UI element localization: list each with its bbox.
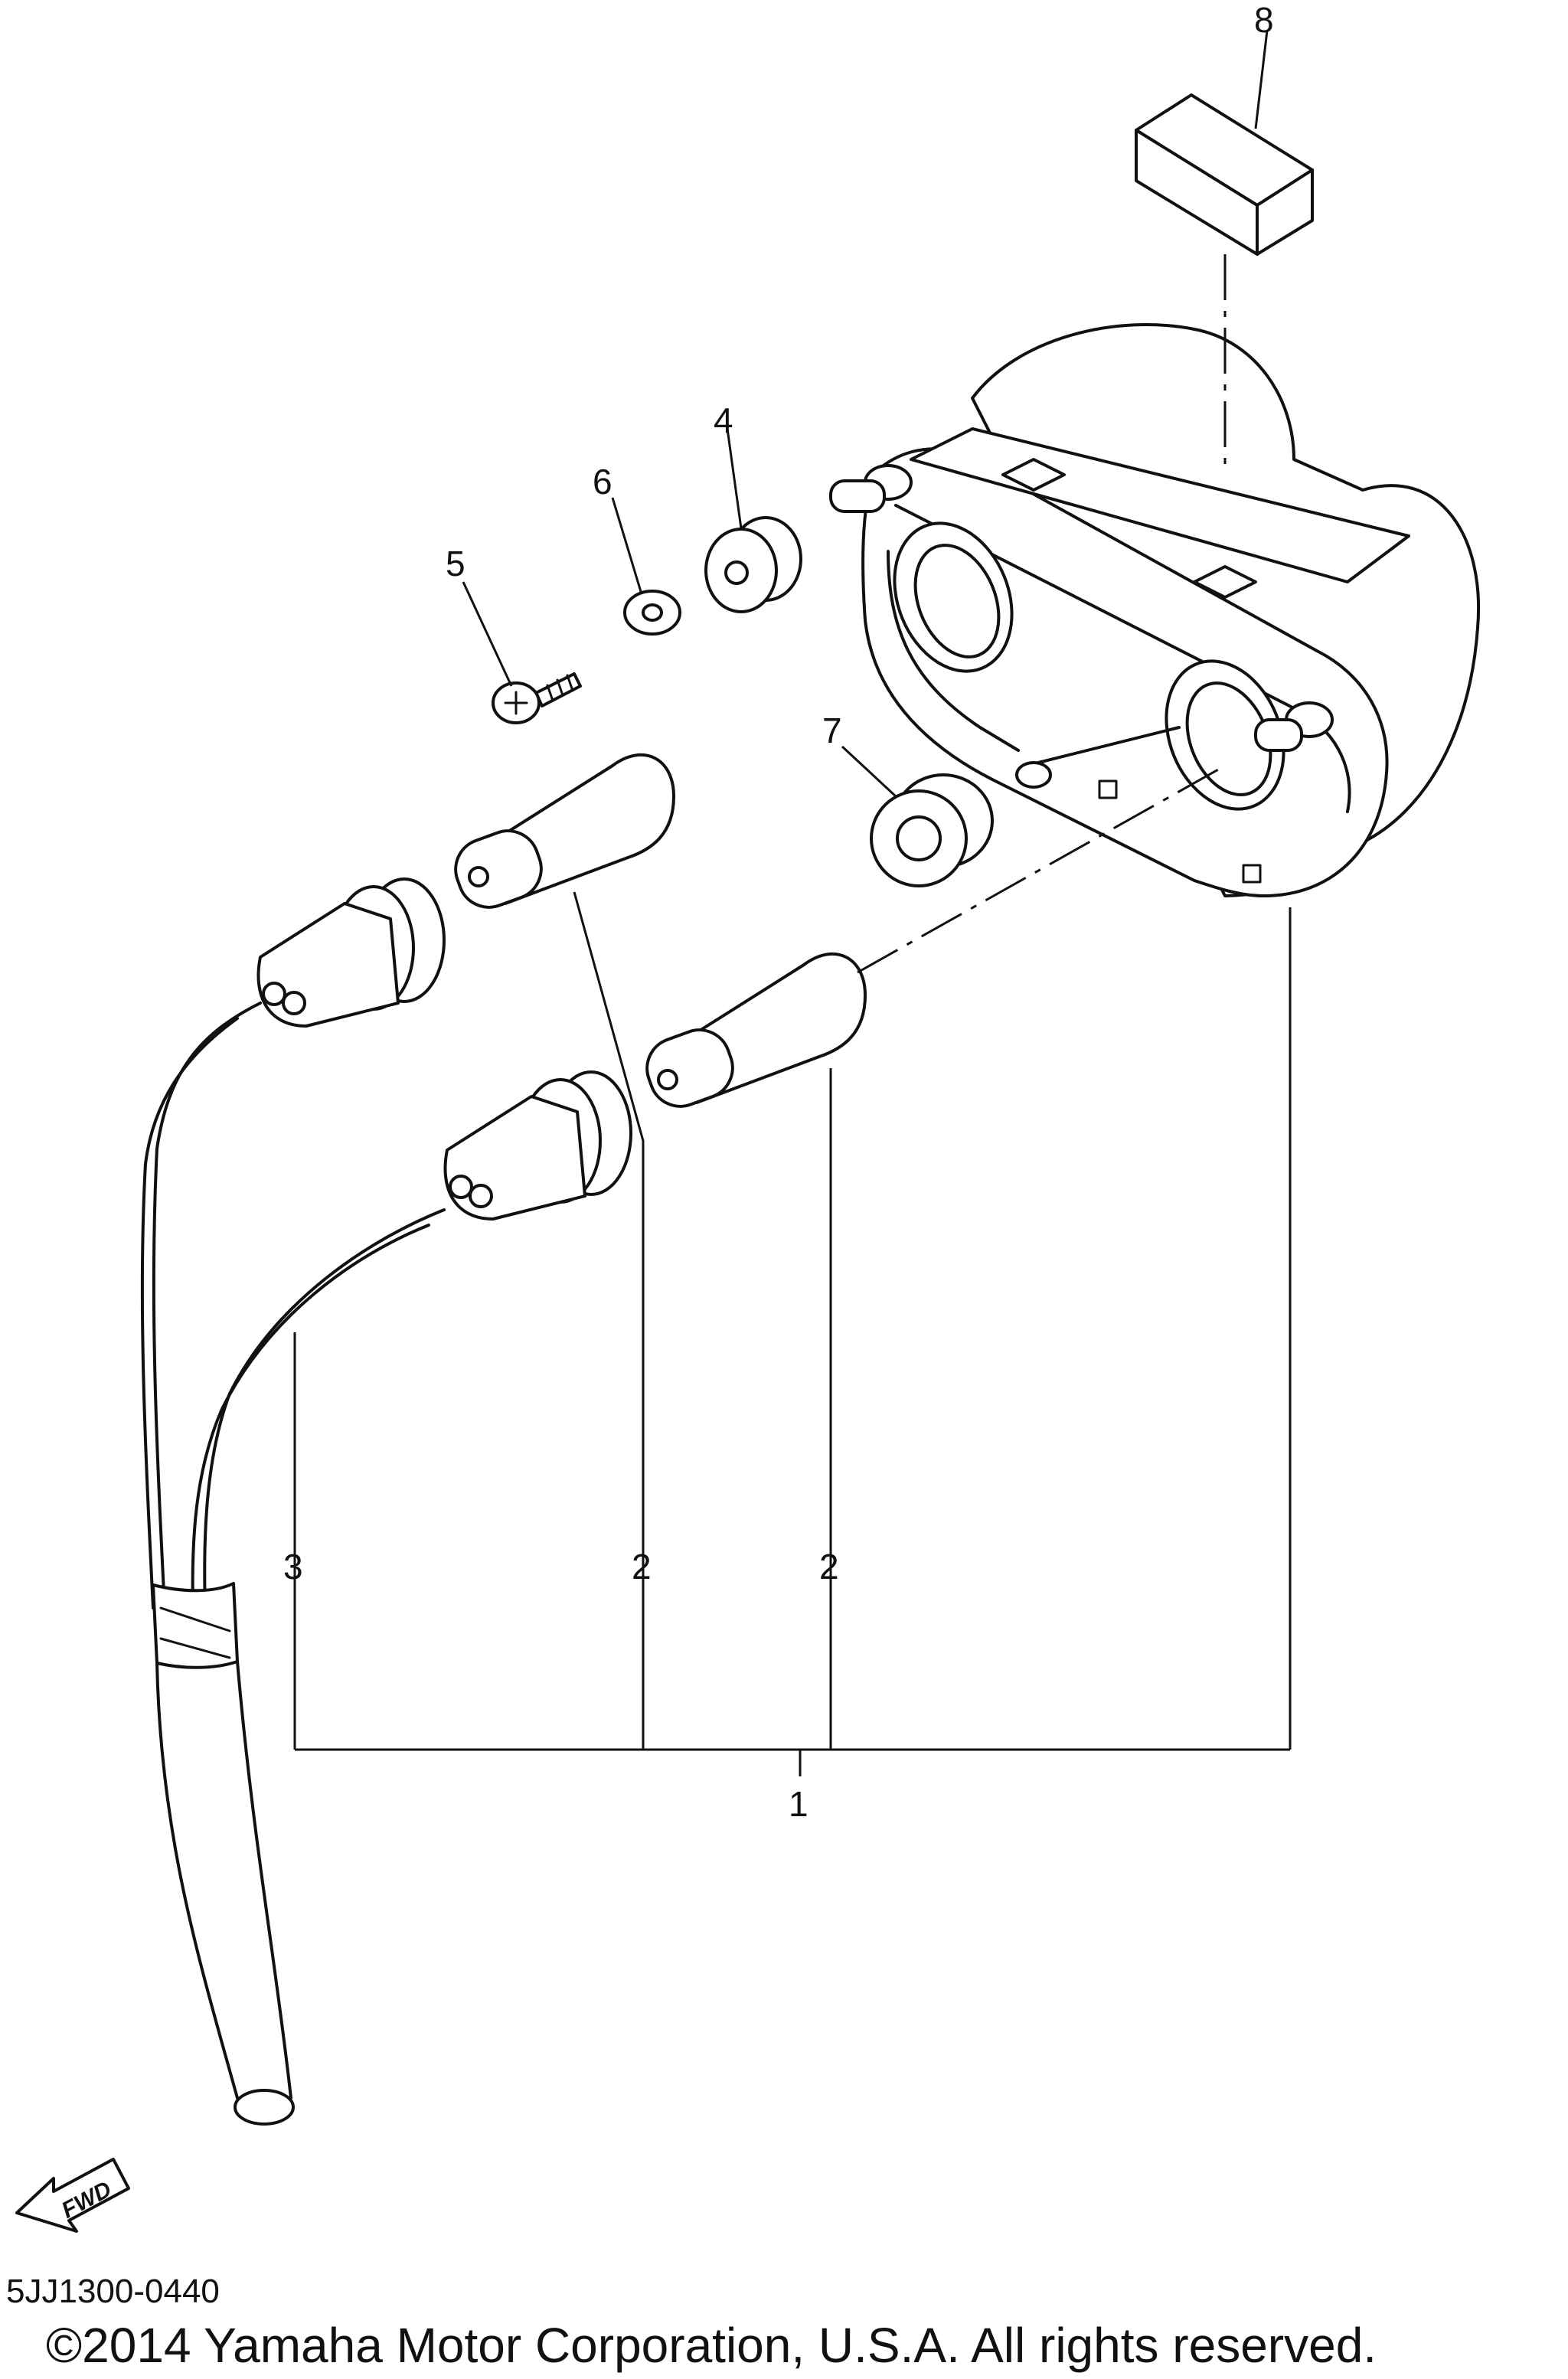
- callout-5: 5: [446, 544, 466, 583]
- callout-4: 4: [714, 400, 733, 440]
- copyright-notice: ©2014 Yamaha Motor Corporation, U.S.A. A…: [46, 2318, 1377, 2373]
- fwd-arrow-icon: FWD: [15, 2158, 130, 2233]
- callout-8: 8: [1254, 0, 1274, 40]
- callout-2a: 2: [632, 1547, 652, 1587]
- callout-2b: 2: [819, 1547, 839, 1587]
- callout-3: 3: [283, 1547, 303, 1587]
- part-8-label-block: [1135, 93, 1314, 256]
- part-5-screw: [492, 672, 582, 724]
- part-6-washer: [623, 590, 681, 636]
- callout-6: 6: [593, 462, 612, 502]
- part-4-damper: [704, 516, 802, 613]
- part-2-bulb-upper: [454, 753, 675, 909]
- callout-1: 1: [789, 1784, 808, 1824]
- part-2-bulb-lower: [645, 952, 867, 1108]
- callout-7: 7: [822, 711, 842, 750]
- alignment-line-bulb: [857, 764, 1226, 974]
- part-7-grommet: [870, 773, 994, 887]
- diagram-reference-code: 5JJ1300-0440: [6, 2273, 220, 2310]
- part-3-socket-harness: [140, 877, 632, 2126]
- leader-lines: [293, 30, 1292, 1776]
- part-1-lamp-housing: [829, 323, 1481, 897]
